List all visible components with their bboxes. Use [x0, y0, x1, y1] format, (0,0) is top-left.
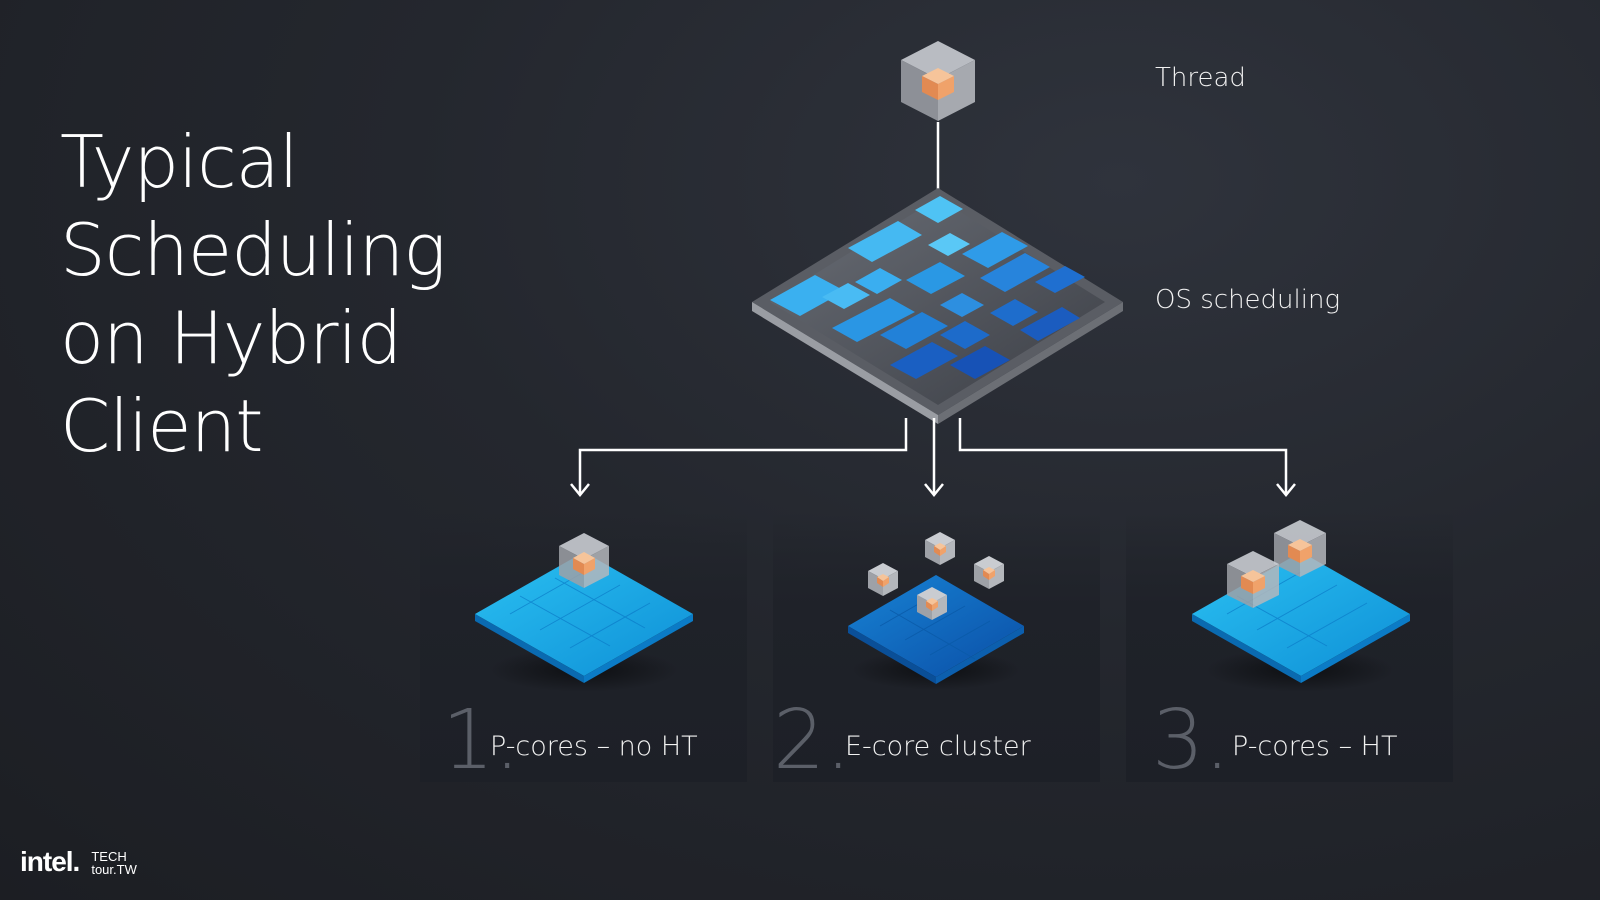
title-line: Client	[60, 384, 263, 468]
option-panel-2: 2. E-core cluster	[773, 512, 1100, 782]
arrow-os-to-options	[570, 418, 1296, 497]
thread-cube-icon	[925, 532, 955, 565]
thread-label: Thread	[1155, 63, 1246, 93]
option-number: 3.	[1152, 693, 1231, 788]
option-label: P-cores – no HT	[490, 731, 698, 762]
e-core-chip-icon	[848, 575, 1024, 690]
p-core-chip-icon	[475, 552, 693, 692]
thread-cube-icon	[559, 533, 609, 588]
thread-cube-icon	[974, 556, 1004, 589]
thread-cube-icon	[917, 587, 947, 620]
intel-wordmark: intel.	[20, 846, 80, 877]
title-line: Scheduling	[60, 208, 446, 292]
tech-tour-logo: TECH tour.TW	[91, 850, 137, 876]
option-label: P-cores – HT	[1232, 731, 1398, 762]
title-line: Typical	[60, 120, 299, 204]
title-line: on Hybrid	[60, 296, 402, 380]
thread-cube-icon	[868, 563, 898, 596]
intel-logo: intel. TECH tour.TW	[20, 846, 137, 877]
option-label: E-core cluster	[845, 731, 1031, 762]
thread-cube-icon	[901, 41, 975, 121]
option-number: 1.	[442, 693, 521, 788]
os-scheduling-chip-icon	[752, 188, 1123, 424]
thread-cube-icon	[1274, 520, 1326, 577]
tech-tour-line1: TECH	[91, 849, 127, 864]
thread-cube-icon	[1227, 551, 1279, 608]
os-scheduling-label: OS scheduling	[1155, 285, 1341, 315]
tech-tour-line2: tour.TW	[91, 862, 137, 877]
slide-title: Typical Scheduling on Hybrid Client	[60, 118, 580, 470]
option-number: 2.	[773, 693, 852, 788]
